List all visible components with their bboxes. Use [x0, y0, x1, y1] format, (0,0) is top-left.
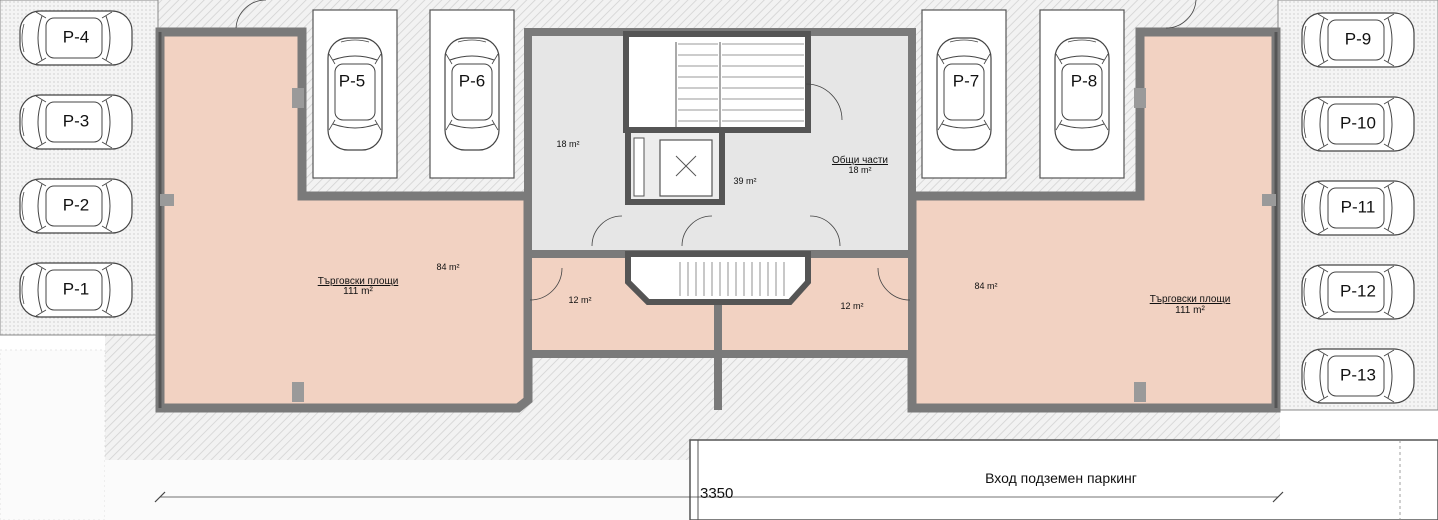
retail-right	[907, 27, 1281, 413]
common-area-title: Общи части	[832, 154, 888, 166]
parking-p-10-label: P-10	[1340, 113, 1376, 132]
outer-paving	[0, 349, 106, 520]
parking-p-12-label: P-12	[1340, 281, 1376, 300]
retail-left-area: 111 m²	[343, 286, 373, 297]
retail-left-title: Търговски площи	[318, 276, 399, 287]
parking-label-p6: P-6	[459, 71, 485, 90]
parking-p-1-label: P-1	[63, 279, 89, 298]
parking-p-13-label: P-13	[1340, 365, 1376, 384]
retail-right-title: Търговски площи	[1150, 294, 1231, 305]
retail-left-sub-area: 84 m²	[436, 262, 459, 272]
parking-p-11-label: P-11	[1341, 197, 1376, 216]
hall-left-area: 18 m²	[556, 139, 579, 149]
retail-right-sub-area: 84 m²	[974, 281, 997, 291]
parking-p-2-label: P-2	[63, 195, 89, 214]
parking-p-3-label: P-3	[63, 111, 89, 130]
parking-p-4-label: P-4	[63, 27, 89, 46]
left-parking-column: P-4P-3P-2P-1	[19, 10, 133, 318]
parking-p-9-label: P-9	[1345, 29, 1371, 48]
small-right-area: 12 m²	[840, 301, 863, 311]
central-core	[235, 0, 1197, 410]
parking-label-p7: P-7	[953, 71, 979, 90]
lower-paving	[105, 460, 695, 520]
dimension-label: 3350	[700, 485, 733, 502]
common-area-value: 18 m²	[848, 165, 871, 175]
parking-label-p8: P-8	[1071, 71, 1097, 90]
center-parking-bays	[312, 9, 1125, 179]
parking-entrance	[154, 439, 1438, 520]
entrance-label: Вход подземен паркинг	[985, 470, 1137, 486]
small-left-area: 12 m²	[568, 295, 591, 305]
right-parking-column: P-9P-10P-11P-12P-13	[1301, 12, 1415, 404]
hall-center-area: 39 m²	[733, 176, 756, 186]
retail-right-area: 111 m²	[1175, 305, 1205, 316]
parking-label-p5: P-5	[339, 71, 365, 90]
